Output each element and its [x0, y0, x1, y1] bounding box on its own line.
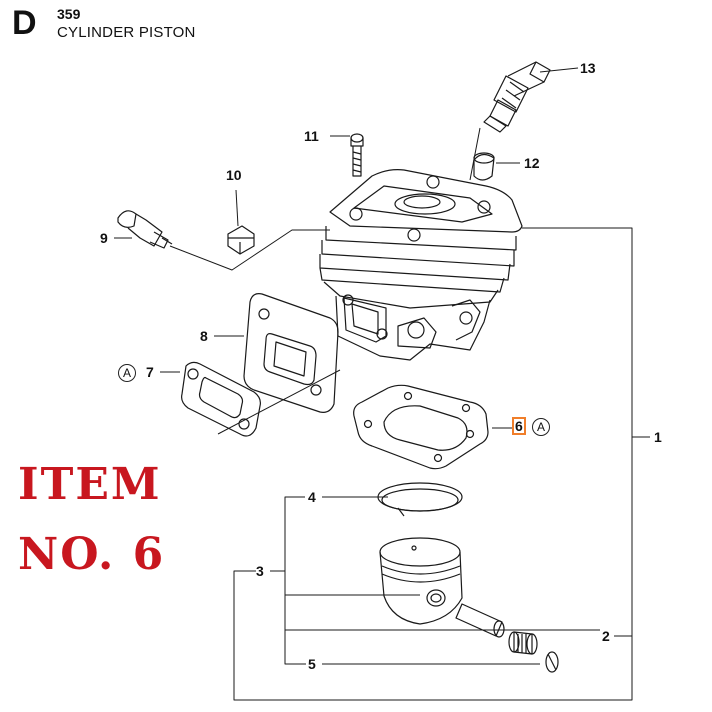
callout-6-highlight: 6 — [512, 417, 526, 435]
callout-12: 12 — [524, 155, 540, 171]
item-note-line-1: ITEM — [18, 459, 162, 510]
circlip — [545, 651, 559, 673]
model-number: 359 — [57, 6, 81, 22]
callout-13: 13 — [580, 60, 596, 76]
cylinder-base-gasket — [353, 384, 489, 470]
section-letter: D — [12, 4, 37, 42]
piston — [379, 537, 463, 625]
callout-10: 10 — [226, 167, 242, 183]
callout-9: 9 — [100, 230, 108, 246]
callout-2: 2 — [602, 628, 610, 644]
cylinder — [319, 169, 523, 361]
piston-pin — [455, 603, 505, 638]
kit-marker-7: A — [118, 364, 136, 382]
callout-11: 11 — [304, 128, 319, 144]
callout-5: 5 — [308, 656, 316, 672]
kit-marker-6: A — [532, 418, 550, 436]
callout-8: 8 — [200, 328, 208, 344]
cylinder-screw — [350, 133, 364, 177]
callout-4: 4 — [308, 489, 316, 505]
fitting — [117, 210, 173, 249]
decompression-valve — [473, 152, 495, 181]
piston-ring — [377, 482, 463, 517]
needle-bearing — [508, 631, 538, 655]
plug — [227, 225, 255, 255]
spark-plug — [483, 61, 551, 133]
section-title: CYLINDER PISTON — [57, 24, 196, 41]
intake-gasket — [243, 293, 339, 413]
leader-lines — [114, 67, 650, 701]
item-note-line-2: NO. 6 — [18, 529, 166, 580]
callout-3: 3 — [256, 563, 264, 579]
item-number-note: ITEM NO. 6 — [18, 450, 165, 590]
flange-gasket — [181, 361, 261, 437]
callout-7: 7 — [146, 364, 154, 380]
callout-1: 1 — [654, 429, 662, 445]
